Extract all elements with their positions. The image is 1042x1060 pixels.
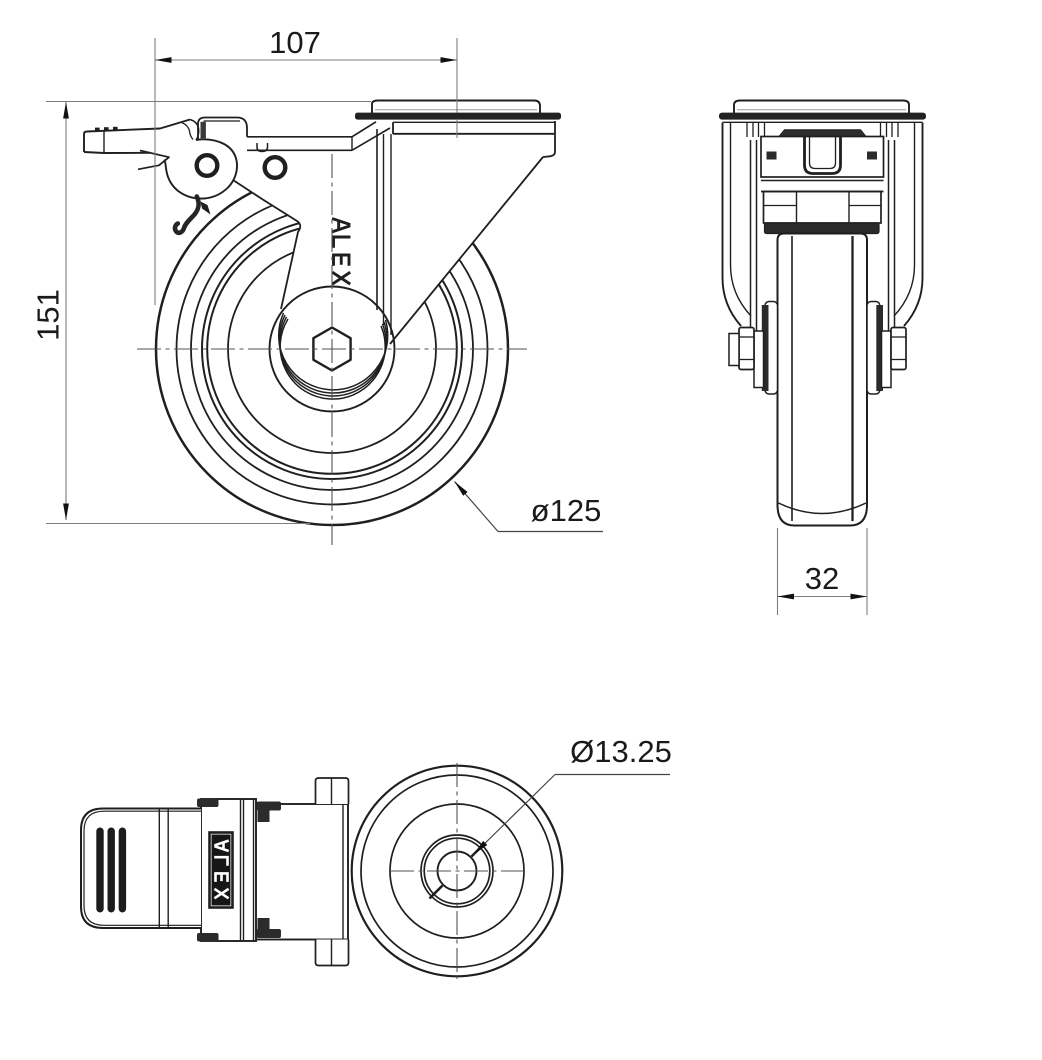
- svg-text:151: 151: [31, 289, 66, 341]
- svg-text:Ø13.25: Ø13.25: [570, 734, 672, 769]
- svg-text:107: 107: [269, 25, 321, 60]
- svg-text:32: 32: [805, 561, 839, 596]
- svg-text:ø125: ø125: [531, 493, 602, 528]
